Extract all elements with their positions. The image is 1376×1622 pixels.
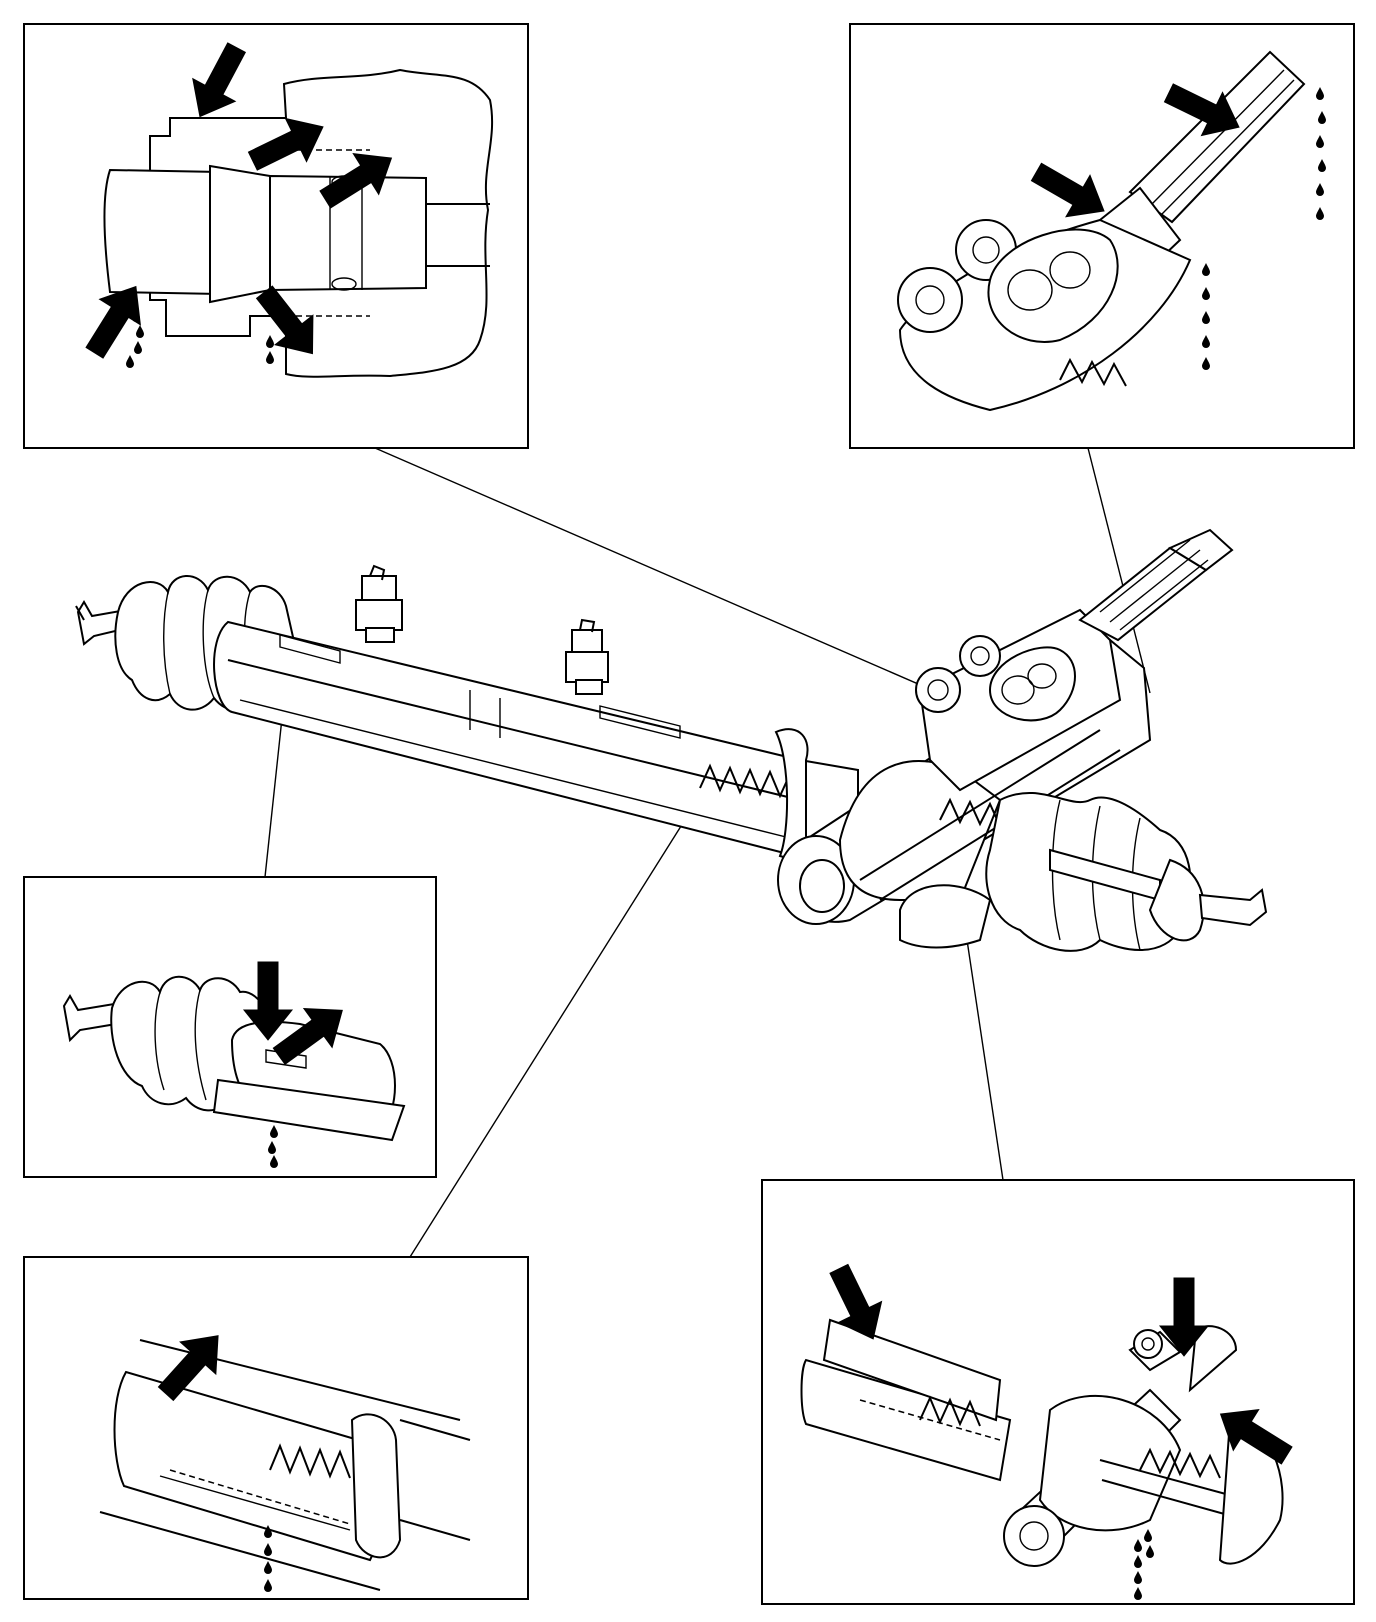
input-shaft [1078,528,1234,642]
hydraulic-fitting-1 [355,564,403,643]
steering-rack-main-view [75,528,1268,952]
top-right-inset [849,23,1355,449]
lower-mount [899,884,992,949]
leader-lines [264,447,1151,1258]
right-tie-rod [1049,848,1268,942]
middle-left-inset [23,876,437,1178]
bottom-right-inset [761,1179,1355,1605]
hydraulic-fitting-2 [565,618,609,695]
rack-teeth [699,763,801,799]
rack-housing-tube [213,620,859,859]
bottom-left-inset [23,1256,529,1600]
valve-body [915,608,1122,792]
top-left-inset [23,23,529,449]
